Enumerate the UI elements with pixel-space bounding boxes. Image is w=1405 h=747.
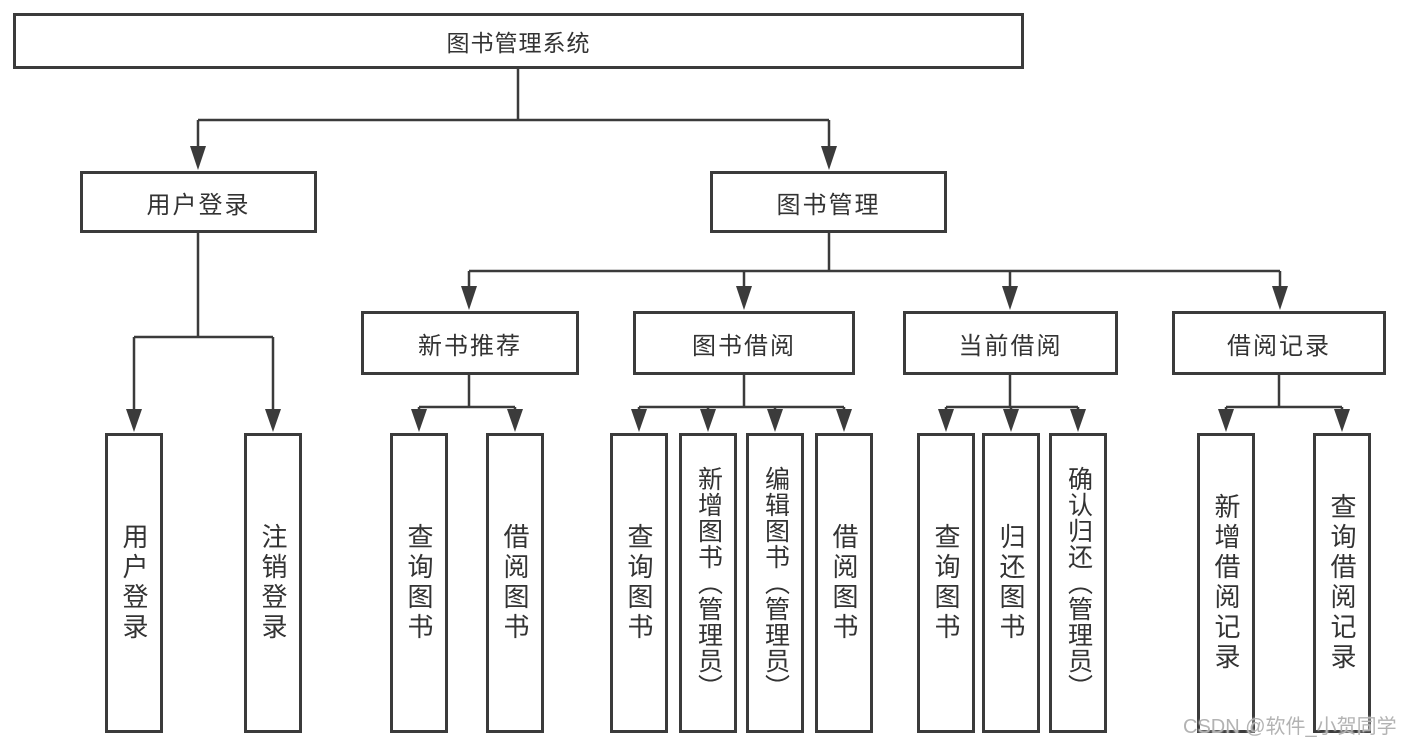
leaf-bookborrow-borrow-label: 借阅图书 (829, 523, 859, 643)
node-new-books: 新书推荐 (361, 311, 579, 375)
node-root: 图书管理系统 (13, 13, 1024, 69)
leaf-newbooks-borrow-label: 借阅图书 (500, 523, 530, 643)
arrowhead (836, 409, 852, 432)
arrowhead (1272, 286, 1288, 310)
leaf-logout-label: 注销登录 (258, 523, 288, 643)
arrowhead (1070, 409, 1086, 432)
arrowhead (767, 409, 783, 432)
arrowhead (700, 409, 716, 432)
leaf-records-query: 查询借阅记录 (1313, 433, 1371, 733)
connector-user-login (132, 233, 275, 411)
node-borrow-records-label: 借阅记录 (1227, 332, 1331, 360)
arrowhead (411, 409, 427, 432)
arrowhead (1218, 409, 1234, 432)
node-borrow-records: 借阅记录 (1172, 311, 1386, 375)
connector-borrow-records (1224, 375, 1344, 412)
node-new-books-label: 新书推荐 (418, 332, 522, 360)
connector-book-mgmt (467, 233, 1282, 288)
leaf-currentborrow-return: 归还图书 (982, 433, 1040, 733)
leaf-currentborrow-confirm-label: 确认归还（管理员） (1064, 466, 1093, 700)
leaf-bookborrow-borrow: 借阅图书 (815, 433, 873, 733)
node-current-borrow: 当前借阅 (903, 311, 1118, 375)
leaf-newbooks-query-label: 查询图书 (404, 523, 434, 643)
connector-current-borrow (944, 375, 1080, 412)
leaf-bookborrow-query-label: 查询图书 (624, 523, 654, 643)
arrowhead (190, 146, 206, 170)
leaf-currentborrow-return-label: 归还图书 (996, 523, 1026, 643)
arrowhead (461, 286, 477, 310)
connector-book-borrow (637, 375, 846, 412)
arrowhead (821, 146, 837, 170)
leaf-bookborrow-add-label: 新增图书（管理员） (694, 466, 723, 700)
leaf-records-add-label: 新增借阅记录 (1211, 493, 1241, 673)
arrowhead (265, 409, 281, 432)
arrowheads (126, 146, 1350, 432)
arrowhead (736, 286, 752, 310)
node-current-borrow-label: 当前借阅 (958, 332, 1063, 360)
arrowhead (1002, 286, 1018, 310)
node-book-borrow-label: 图书借阅 (692, 332, 796, 360)
node-user-login-label: 用户登录 (146, 191, 251, 219)
arrowhead (631, 409, 647, 432)
csdn-watermark: CSDN @软件_小贺同学 (1183, 716, 1397, 738)
arrowhead (938, 409, 954, 432)
leaf-bookborrow-add: 新增图书（管理员） (679, 433, 737, 733)
leaf-bookborrow-query: 查询图书 (610, 433, 668, 733)
connector-new-books (417, 375, 517, 412)
arrowhead (1334, 409, 1350, 432)
leaf-logout: 注销登录 (244, 433, 302, 733)
leaf-newbooks-query: 查询图书 (390, 433, 448, 733)
node-book-mgmt: 图书管理 (710, 171, 947, 233)
leaf-currentborrow-query-label: 查询图书 (931, 523, 961, 643)
node-book-borrow: 图书借阅 (633, 311, 855, 375)
leaf-bookborrow-edit: 编辑图书（管理员） (746, 433, 804, 733)
arrowhead (507, 409, 523, 432)
node-root-label: 图书管理系统 (446, 30, 591, 56)
connector-group (132, 69, 1344, 412)
leaf-records-add: 新增借阅记录 (1197, 433, 1255, 733)
leaf-currentborrow-confirm: 确认归还（管理员） (1049, 433, 1107, 733)
arrowhead (1003, 409, 1019, 432)
leaf-user-login-label: 用户登录 (119, 523, 149, 643)
node-user-login: 用户登录 (80, 171, 317, 233)
connector-root (196, 69, 831, 148)
leaf-newbooks-borrow: 借阅图书 (486, 433, 544, 733)
arrowhead (126, 409, 142, 432)
leaf-bookborrow-edit-label: 编辑图书（管理员） (761, 466, 790, 700)
leaf-records-query-label: 查询借阅记录 (1327, 493, 1357, 673)
node-book-mgmt-label: 图书管理 (776, 191, 881, 219)
leaf-currentborrow-query: 查询图书 (917, 433, 975, 733)
leaf-user-login: 用户登录 (105, 433, 163, 733)
